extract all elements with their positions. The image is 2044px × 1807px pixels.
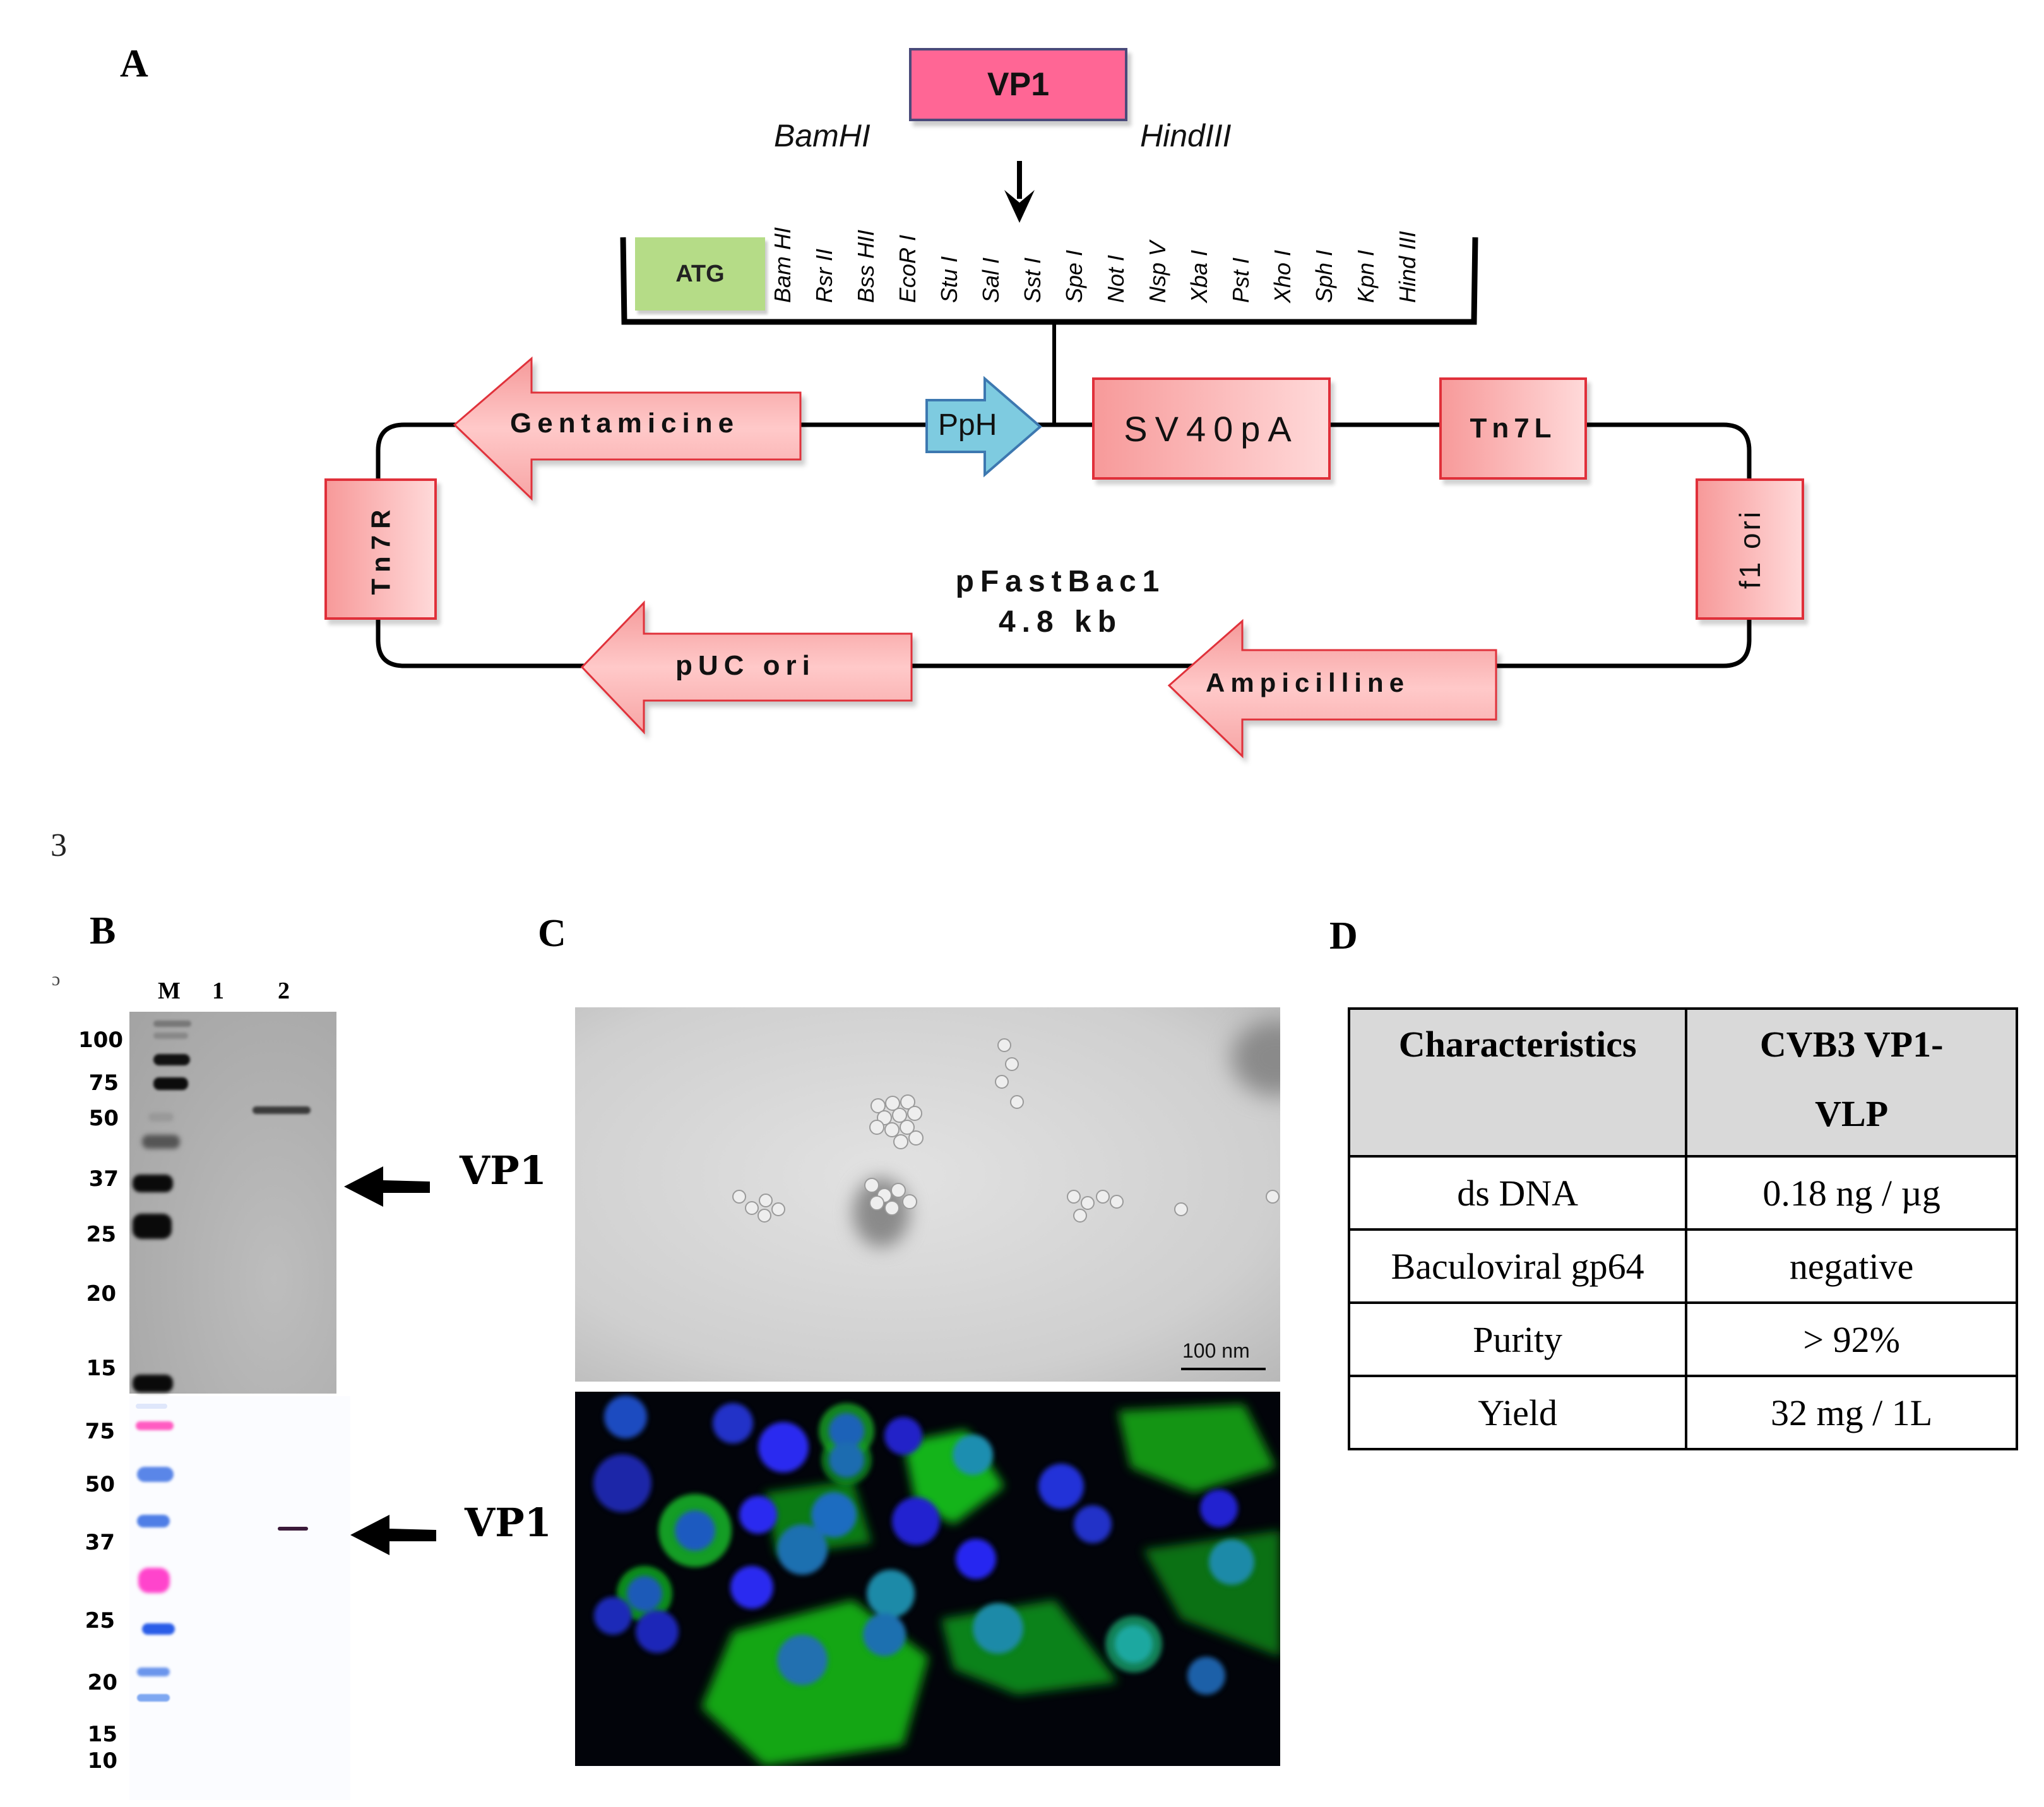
table-row: Yield 32 mg / 1L	[1347, 1375, 2018, 1450]
plasmid-map	[376, 356, 1752, 759]
f1-ori-label: f1 ori	[1733, 509, 1766, 589]
sds-marker-tick: 20	[86, 1281, 116, 1306]
western-marker-tick: 20	[87, 1670, 117, 1695]
sds-marker-tick: 50	[88, 1106, 119, 1131]
f1-ori-box: f1 ori	[1696, 478, 1804, 620]
header-line2: VLP	[1815, 1093, 1889, 1134]
sv40pa-label: SV40pA	[1124, 408, 1299, 449]
ampicilline-arrow	[1167, 619, 1497, 759]
western-blot-image	[129, 1396, 350, 1800]
sds-gel-image	[129, 1012, 336, 1394]
lane-label-2: 2	[278, 978, 290, 1004]
tn7l-box: Tn7L	[1439, 377, 1587, 480]
panel-label-c: C	[538, 912, 566, 955]
puc-ori-arrow	[580, 600, 913, 735]
cell-characteristic: Yield	[1347, 1375, 1688, 1450]
sv40pa-box: SV40pA	[1092, 377, 1331, 480]
insert-arrow-icon	[1004, 161, 1035, 223]
panel-label-b: B	[90, 909, 116, 952]
site-bamhi-label: BamHI	[774, 118, 870, 153]
page-number-artifact: 3	[51, 827, 67, 863]
sds-marker-tick: 25	[86, 1222, 116, 1247]
gentamicine-label: Gentamicine	[510, 408, 740, 439]
panel-label-d: D	[1329, 915, 1358, 957]
ampicilline-label: Ampicilline	[1206, 668, 1410, 697]
sds-marker-tick: 15	[86, 1356, 116, 1381]
panel-label-a: A	[120, 42, 148, 85]
em-micrograph: 100 nm	[575, 1007, 1280, 1382]
sds-marker-tick: 37	[88, 1166, 119, 1192]
western-marker-tick: 10	[87, 1748, 117, 1774]
western-marker-tick: 25	[85, 1608, 115, 1633]
western-marker-tick: 75	[85, 1419, 115, 1444]
cell-value: 32 mg / 1L	[1685, 1375, 2018, 1450]
lane-label-1: 1	[212, 978, 224, 1004]
glyph-artifact: ɔ	[52, 969, 61, 990]
cell-characteristic: ds DNA	[1347, 1155, 1688, 1231]
header-cvb3-vp1-vlp: CVB3 VP1- VLP	[1685, 1007, 2018, 1158]
header-characteristics: Characteristics	[1347, 1007, 1688, 1158]
vp1-band-western	[278, 1527, 308, 1531]
vp1-arrow-icon	[350, 1515, 436, 1555]
tn7r-label: Tn7R	[365, 503, 395, 595]
cell-characteristic: Purity	[1347, 1301, 1688, 1377]
cell-characteristic: Baculoviral gp64	[1347, 1228, 1688, 1304]
atg-box: ATG	[635, 237, 765, 311]
western-marker-tick: 50	[85, 1472, 115, 1497]
promoter-arrow	[925, 376, 1043, 478]
plasmid-size: 4.8 kb	[998, 605, 1123, 639]
gentamicine-arrow	[453, 356, 802, 501]
promoter-label: PpH	[938, 408, 997, 442]
mcs-bracket	[620, 237, 1478, 423]
table-row: Baculoviral gp64 negative	[1347, 1228, 2018, 1304]
tn7l-label: Tn7L	[1470, 413, 1557, 444]
lane-label-m: M	[158, 978, 181, 1004]
table-header-row: Characteristics CVB3 VP1- VLP	[1347, 1007, 2018, 1158]
cell-value: 0.18 ng / µg	[1685, 1155, 2018, 1231]
scale-bar-label: 100 nm	[1182, 1339, 1250, 1362]
characteristics-table: Characteristics CVB3 VP1- VLP ds DNA 0.1…	[1347, 1007, 2018, 1450]
table-row: Purity > 92%	[1347, 1301, 2018, 1377]
western-marker-tick: 37	[85, 1530, 115, 1555]
fluorescence-micrograph	[575, 1392, 1280, 1766]
vp1-insert-label: VP1	[987, 66, 1050, 103]
sds-marker-tick: 100	[78, 1028, 123, 1053]
vp1-band-label-western: VP1	[465, 1500, 552, 1546]
cell-value: negative	[1685, 1228, 2018, 1304]
header-line1: CVB3 VP1-	[1759, 1024, 1944, 1065]
vp1-arrow-icon	[344, 1166, 430, 1207]
atg-label: ATG	[675, 260, 725, 287]
scale-bar	[1181, 1368, 1266, 1370]
tn7r-box: Tn7R	[324, 478, 437, 620]
cell-value: > 92%	[1685, 1301, 2018, 1377]
vp1-band-sds	[253, 1106, 311, 1114]
plasmid-name: pFastBac1	[955, 565, 1166, 598]
vp1-insert-box: VP1	[909, 48, 1127, 121]
vp1-band-label-sds: VP1	[460, 1147, 547, 1194]
puc-ori-label: pUC ori	[675, 650, 816, 681]
table-row: ds DNA 0.18 ng / µg	[1347, 1155, 2018, 1231]
site-hindiii-label: HindIII	[1140, 118, 1232, 153]
western-marker-tick: 15	[87, 1722, 117, 1747]
sds-marker-tick: 75	[88, 1070, 119, 1096]
